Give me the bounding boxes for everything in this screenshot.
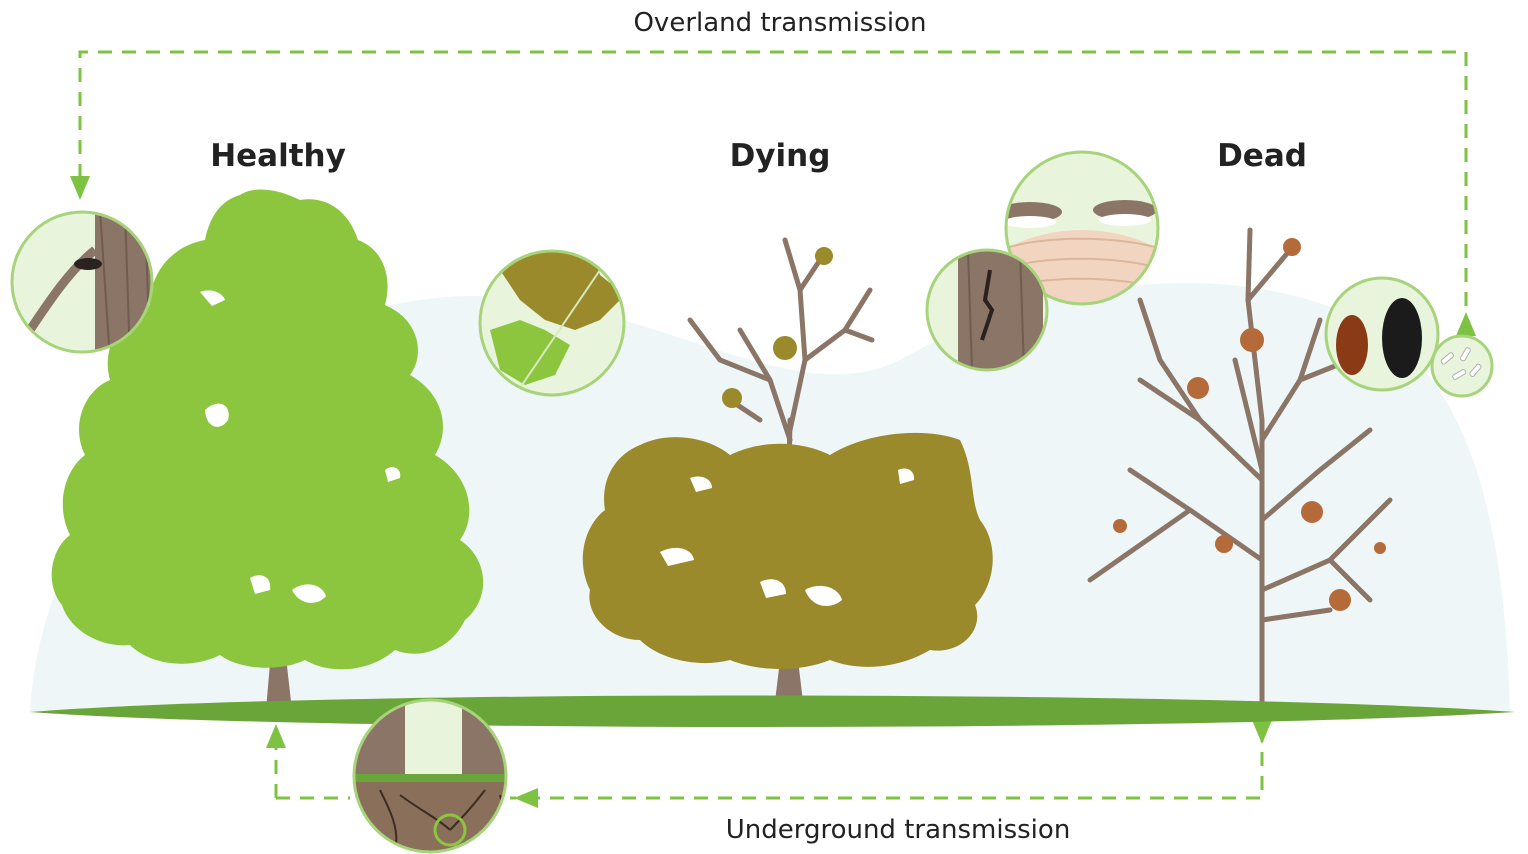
- underground-transmission-label: Underground transmission: [726, 815, 1071, 845]
- dying-tree-foliage: [583, 433, 993, 669]
- spores-inset: [1432, 336, 1492, 396]
- sap-beetle-inset: [1326, 278, 1438, 390]
- black-beetle-icon: [1382, 298, 1422, 378]
- dead-label: Dead: [1217, 138, 1307, 174]
- healthy-label: Healthy: [210, 138, 346, 174]
- overland-transmission-label: Overland transmission: [633, 8, 926, 38]
- brown-beetle-icon: [1336, 315, 1368, 375]
- underground-arrowhead-down: [1252, 720, 1272, 744]
- underground-arrowhead-up: [266, 724, 286, 748]
- overland-arrowhead-right: [1456, 312, 1476, 336]
- underground-arrowhead-left: [514, 788, 538, 808]
- dying-label: Dying: [730, 138, 831, 174]
- overland-arrowhead-left: [70, 176, 90, 200]
